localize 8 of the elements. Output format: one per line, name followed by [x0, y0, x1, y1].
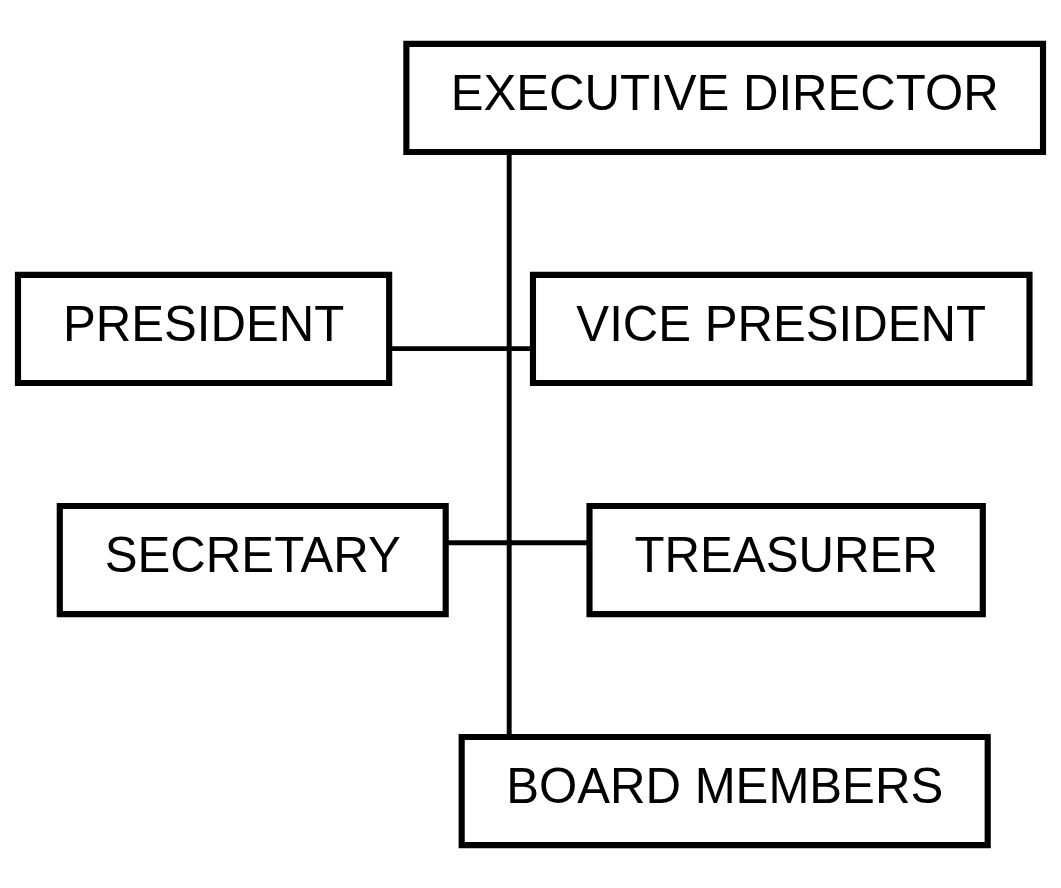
node-box: EXECUTIVE DIRECTOR: [403, 40, 1047, 155]
node-box: TREASURER: [586, 502, 986, 617]
connector: [389, 345, 533, 351]
node-box: PRESIDENT: [14, 271, 393, 386]
connector: [446, 539, 589, 545]
node-box: VICE PRESIDENT: [529, 271, 1033, 386]
node-box: SECRETARY: [56, 502, 449, 617]
node-box: BOARD MEMBERS: [458, 733, 991, 848]
